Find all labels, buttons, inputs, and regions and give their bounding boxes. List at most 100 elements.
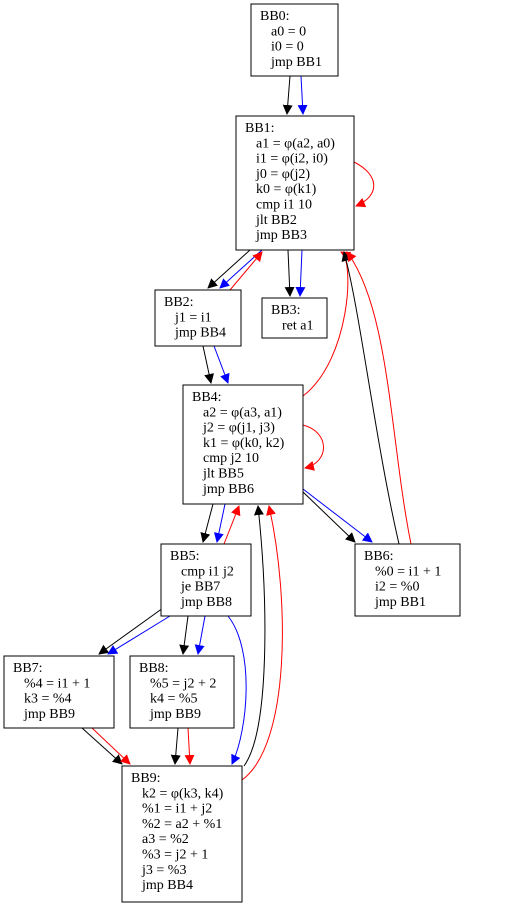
edge-bb9-to-bb4-black — [243, 505, 266, 767]
instruction-line: jlt BB2 — [255, 213, 297, 228]
edge-bb5-to-bb7-black — [98, 607, 164, 655]
edge-bb5-to-bb8-blue — [194, 615, 206, 655]
instruction-line: jlt BB5 — [202, 467, 244, 482]
edge-bb0-to-bb1-blue — [297, 75, 308, 115]
instruction-line: jmp BB4 — [141, 878, 193, 893]
node-box — [129, 655, 235, 729]
node-label: BB8: — [139, 661, 169, 676]
instruction-line: jmp BB9 — [23, 707, 75, 722]
instruction-line: cmp i1 j2 — [181, 564, 234, 579]
node-label: BB7: — [13, 661, 43, 676]
node-label: BB2: — [164, 295, 194, 310]
node-label: BB3: — [271, 303, 301, 318]
edge-bb5-to-bb9-blue — [227, 615, 247, 765]
instruction-line: jmp BB4 — [174, 326, 226, 341]
instruction-line: a1 = φ(a2, a0) — [256, 136, 335, 151]
node-bb9: BB9:k2 = φ(k3, k4)%1 = i1 + j2%2 = a2 + … — [121, 765, 243, 903]
edge-bb7-to-bb9-red — [91, 727, 131, 765]
node-box — [160, 543, 252, 617]
instruction-line: ret a1 — [282, 318, 313, 333]
edge-bb2-to-bb4-blue — [213, 345, 230, 384]
edge-bb9-to-bb4-red — [241, 505, 283, 781]
edge-bb5-to-bb7-blue — [107, 615, 171, 655]
edge-bb1-to-bb2-black — [207, 249, 251, 289]
node-box — [3, 655, 115, 729]
edge-bb5-to-bb8-black — [179, 615, 190, 655]
node-label: BB5: — [170, 549, 200, 564]
instruction-line: %0 = i1 + 1 — [375, 564, 441, 579]
edge-bb1-to-bb2-blue — [219, 249, 263, 289]
node-box — [354, 543, 461, 617]
node-box — [250, 3, 339, 77]
instruction-line: jmp BB9 — [149, 707, 201, 722]
instruction-line: j1 = i1 — [174, 310, 212, 325]
instruction-line: cmp i1 10 — [256, 198, 312, 213]
instruction-line: k0 = φ(k1) — [256, 182, 317, 197]
instruction-line: j2 = φ(j1, j3) — [202, 421, 275, 436]
edge-bb4-to-bb4-red — [302, 424, 324, 471]
edge-bb4-to-bb6-black — [302, 491, 356, 543]
instruction-line: k2 = φ(k3, k4) — [142, 786, 224, 801]
instruction-line: i2 = %0 — [375, 580, 419, 595]
node-box — [154, 289, 242, 347]
instruction-line: %3 = j2 + 1 — [142, 848, 208, 863]
edge-bb6-to-bb1-red — [346, 251, 412, 545]
node-label: BB9: — [131, 771, 161, 786]
instruction-line: i1 = φ(i2, i0) — [256, 152, 328, 167]
node-box — [235, 115, 355, 251]
instruction-line: a0 = 0 — [271, 24, 306, 39]
instruction-line: %4 = i1 + 1 — [24, 676, 90, 691]
instruction-line: k4 = %5 — [150, 692, 198, 707]
node-label: BB1: — [245, 121, 275, 136]
instruction-line: jmp BB1 — [270, 55, 322, 70]
instruction-line: %5 = j2 + 2 — [150, 676, 216, 691]
edge-bb2-to-bb1-red — [229, 251, 263, 291]
node-bb4: BB4:a2 = φ(a3, a1)j2 = φ(j1, j3)k1 = φ(k… — [182, 384, 304, 505]
edge-bb4-to-bb6-blue — [302, 488, 373, 543]
instruction-line: k1 = φ(k0, k2) — [203, 436, 285, 451]
edge-bb1-to-bb1-red — [353, 161, 375, 208]
edge-bb0-to-bb1-black — [282, 75, 293, 115]
instruction-line: j3 = %3 — [141, 863, 186, 878]
edge-bb1-to-bb3-blue — [295, 249, 306, 297]
instruction-line: j0 = φ(j2) — [255, 167, 310, 182]
instruction-line: a2 = φ(a3, a1) — [203, 405, 282, 420]
node-box — [121, 765, 243, 903]
node-label: BB4: — [192, 390, 222, 405]
edge-bb6-to-bb1-black — [341, 251, 400, 545]
instruction-line: cmp j2 10 — [203, 451, 259, 466]
instruction-line: jmp BB1 — [374, 595, 426, 610]
edge-bb8-to-bb9-red — [184, 727, 195, 765]
node-bb1: BB1:a1 = φ(a2, a0)i1 = φ(i2, i0)j0 = φ(j… — [235, 115, 355, 251]
instruction-line: i0 = 0 — [271, 40, 304, 55]
edge-bb1-to-bb3-black — [284, 249, 295, 297]
edge-bb4-to-bb5-blue — [213, 503, 226, 543]
edge-bb4-to-bb5-black — [200, 503, 214, 543]
instruction-line: a3 = %2 — [142, 832, 189, 847]
edge-bb5-to-bb4-red — [223, 505, 241, 545]
instruction-line: jmp BB6 — [202, 482, 254, 497]
node-box — [182, 384, 304, 505]
instruction-line: %2 = a2 + %1 — [142, 817, 222, 832]
edge-bb7-to-bb9-black — [81, 727, 123, 765]
node-label: BB6: — [364, 549, 394, 564]
node-bb3: BB3:ret a1 — [261, 297, 328, 339]
node-label: BB0: — [260, 9, 290, 24]
instruction-line: je BB7 — [180, 580, 220, 595]
instruction-line: jmp BB8 — [180, 595, 232, 610]
instruction-line: jmp BB3 — [255, 228, 307, 243]
node-box — [261, 297, 328, 339]
instruction-line: %1 = i1 + j2 — [142, 802, 212, 817]
edges-layer — [81, 75, 412, 781]
instruction-line: k3 = %4 — [24, 692, 72, 707]
edge-bb8-to-bb9-black — [170, 727, 181, 765]
edge-bb2-to-bb4-black — [202, 345, 214, 384]
